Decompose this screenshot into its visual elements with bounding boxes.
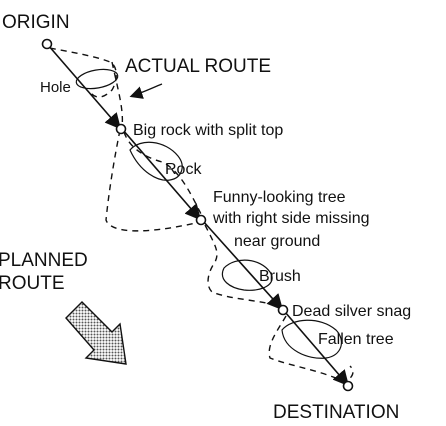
origin-point <box>41 38 53 50</box>
planned-route-label-line1: PLANNED <box>0 250 88 271</box>
tree-label-line1: Funny-looking tree <box>213 189 346 206</box>
waypoints <box>41 38 354 392</box>
hole-label: Hole <box>40 79 71 96</box>
fallen-tree-obstacle <box>281 319 343 359</box>
rock-obstacle <box>129 141 183 181</box>
actual-route-pointer-arrow <box>129 83 163 99</box>
brush-obstacle <box>221 259 273 291</box>
actual-route-path <box>49 47 354 383</box>
destination-label: DESTINATION <box>273 402 399 423</box>
actual-route-label: ACTUAL ROUTE <box>125 56 271 77</box>
planned-route-label-line2: ROUTE <box>0 273 65 294</box>
origin-label: ORIGIN <box>2 12 70 33</box>
brush-label: Brush <box>259 268 301 285</box>
obstacles <box>75 68 343 359</box>
snag-label: Dead silver snag <box>292 303 411 320</box>
tree-label-line3: near ground <box>234 233 320 250</box>
tree-point <box>195 214 207 226</box>
snag-point <box>277 304 289 316</box>
big-rock-point <box>115 123 127 135</box>
fallen-tree-label: Fallen tree <box>318 331 394 348</box>
tree-label-line2: with right side missing <box>212 210 370 227</box>
big-rock-label: Big rock with split top <box>133 122 283 139</box>
planned-direction-arrow <box>65 301 127 365</box>
hole-obstacle <box>75 68 119 90</box>
rock-label: Rock <box>165 161 202 178</box>
destination-point <box>342 380 354 392</box>
